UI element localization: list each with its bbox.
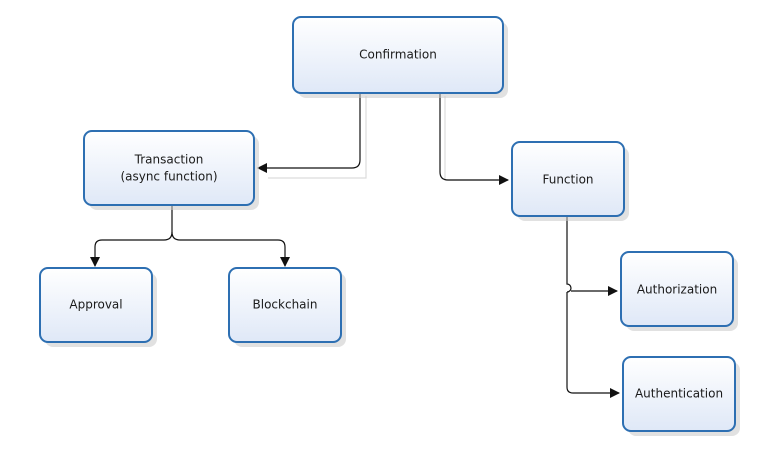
- node-authorization-label: Authorization: [637, 283, 717, 297]
- node-authentication[interactable]: Authentication: [622, 356, 740, 436]
- node-approval[interactable]: Approval: [39, 267, 157, 347]
- edge-function-authorization: [566, 216, 617, 292]
- edge-confirmation-function: [439, 92, 509, 185]
- edge-function-authentication: [566, 292, 620, 398]
- node-blockchain[interactable]: Blockchain: [228, 267, 346, 347]
- node-confirmation[interactable]: Confirmation: [292, 16, 508, 98]
- node-authentication-label: Authentication: [635, 387, 723, 401]
- node-function[interactable]: Function: [511, 141, 629, 221]
- node-authorization[interactable]: Authorization: [620, 251, 738, 331]
- node-approval-label: Approval: [69, 298, 122, 312]
- edge-transaction-blockchain: [171, 231, 290, 267]
- edge-transaction-approval: [90, 205, 173, 267]
- connectors: [90, 92, 620, 398]
- node-transaction-label-line2: (async function): [120, 170, 217, 184]
- edge-confirmation-transaction: [257, 92, 361, 173]
- node-blockchain-label: Blockchain: [253, 298, 318, 312]
- node-confirmation-label: Confirmation: [359, 48, 437, 62]
- node-function-label: Function: [542, 173, 593, 187]
- node-transaction[interactable]: Transaction (async function): [83, 130, 259, 210]
- node-transaction-label-line1: Transaction: [134, 153, 204, 167]
